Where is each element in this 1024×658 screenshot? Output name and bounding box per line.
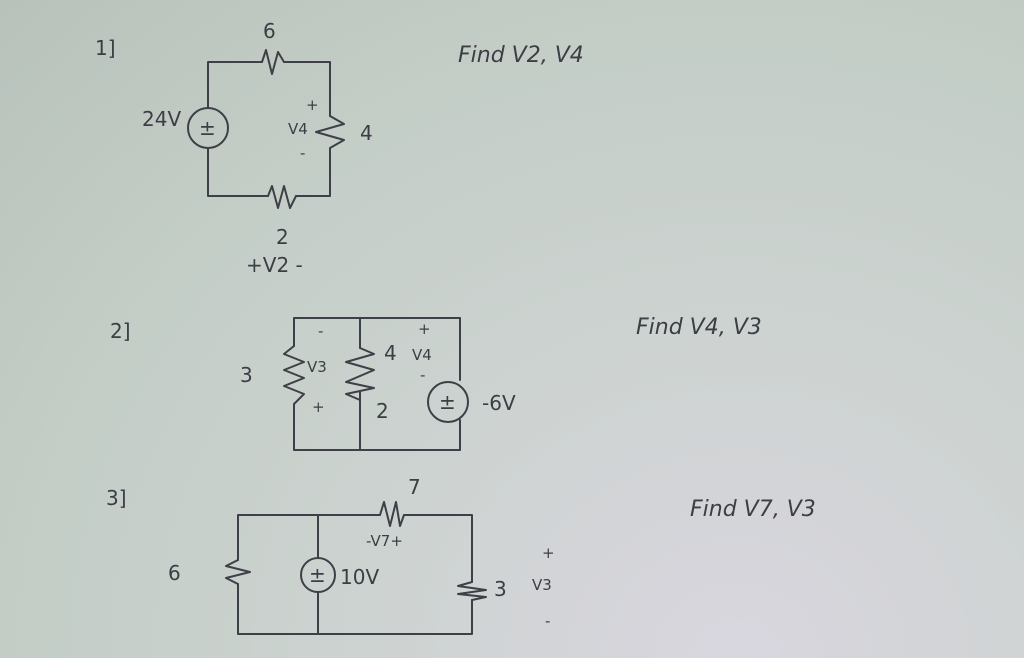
circuit-1 — [187, 49, 345, 209]
v4-plus-label: + — [306, 96, 319, 114]
source-24v-label: 24V — [142, 107, 181, 131]
voltage-source-6v-symbol — [427, 381, 469, 423]
voltage-source-24v-symbol — [187, 107, 229, 149]
circuit-3-wire — [237, 514, 473, 635]
v4-label: V4 — [288, 120, 308, 138]
v4-plus-label: + — [418, 320, 431, 338]
problem-2-prompt: Find V4, V3 — [636, 315, 762, 340]
problem-1: 1] Find V2, V4 ± 24V 6 4 + V4 - 2 +V2 - — [95, 19, 584, 277]
resistor-4-symbol — [345, 347, 375, 377]
circuit-2 — [283, 317, 469, 451]
v3-minus-label: - — [318, 322, 323, 340]
v7-label: -V7+ — [366, 532, 403, 550]
resistor-6-symbol — [261, 49, 285, 75]
resistor-4-label: 4 — [360, 121, 373, 145]
problem-3: 3] Find V7, V3 ± 10V 6 7 -V7+ 3 + V3 - — [106, 475, 816, 635]
source-6v-polarity-icon: ± — [439, 390, 456, 414]
problem-1-number: 1] — [95, 36, 116, 60]
source-10v-polarity-icon: ± — [309, 563, 326, 587]
problem-3-number: 3] — [106, 486, 127, 510]
v3-label: V3 — [532, 576, 552, 594]
problem-1-prompt: Find V2, V4 — [458, 43, 584, 68]
v3-plus-label: + — [312, 398, 325, 416]
resistor-7-label: 7 — [408, 475, 421, 499]
resistor-6-symbol — [225, 559, 251, 585]
problem-3-prompt: Find V7, V3 — [690, 497, 816, 522]
v2-label: +V2 - — [246, 253, 303, 277]
voltage-source-10v-symbol — [300, 557, 336, 593]
source-24v-polarity-icon: ± — [199, 116, 216, 140]
resistor-3-symbol — [457, 581, 487, 601]
resistor-3-label: 3 — [494, 577, 507, 601]
v3-label: V3 — [307, 358, 327, 376]
resistor-2-symbol — [267, 185, 297, 209]
v4-minus-label: - — [420, 366, 425, 384]
resistor-3-label: 3 — [240, 363, 253, 387]
resistor-6-label: 6 — [168, 561, 181, 585]
circuit-1-wire — [207, 61, 331, 197]
problem-2-number: 2] — [110, 319, 131, 343]
resistor-4-label: 4 — [384, 341, 397, 365]
v3-minus-label: - — [545, 612, 550, 630]
resistor-7-symbol — [379, 501, 405, 527]
resistor-2-symbol — [345, 375, 375, 401]
v3-plus-label: + — [542, 544, 555, 562]
resistor-4-symbol — [315, 115, 345, 153]
resistor-6-label: 6 — [263, 19, 276, 43]
problem-2: 2] Find V4, V3 ± -6V 3 - V3 + 4 + V4 - 2 — [110, 315, 762, 451]
circuit-3 — [225, 501, 487, 635]
resistor-2-label: 2 — [376, 399, 389, 423]
circuit-2-wire — [293, 317, 461, 451]
resistor-2-label: 2 — [276, 225, 289, 249]
source-10v-label: 10V — [340, 565, 379, 589]
v4-minus-label: - — [300, 144, 305, 162]
source-6v-label: -6V — [482, 391, 516, 415]
resistor-3-symbol — [283, 345, 305, 405]
v4-label: V4 — [412, 346, 432, 364]
